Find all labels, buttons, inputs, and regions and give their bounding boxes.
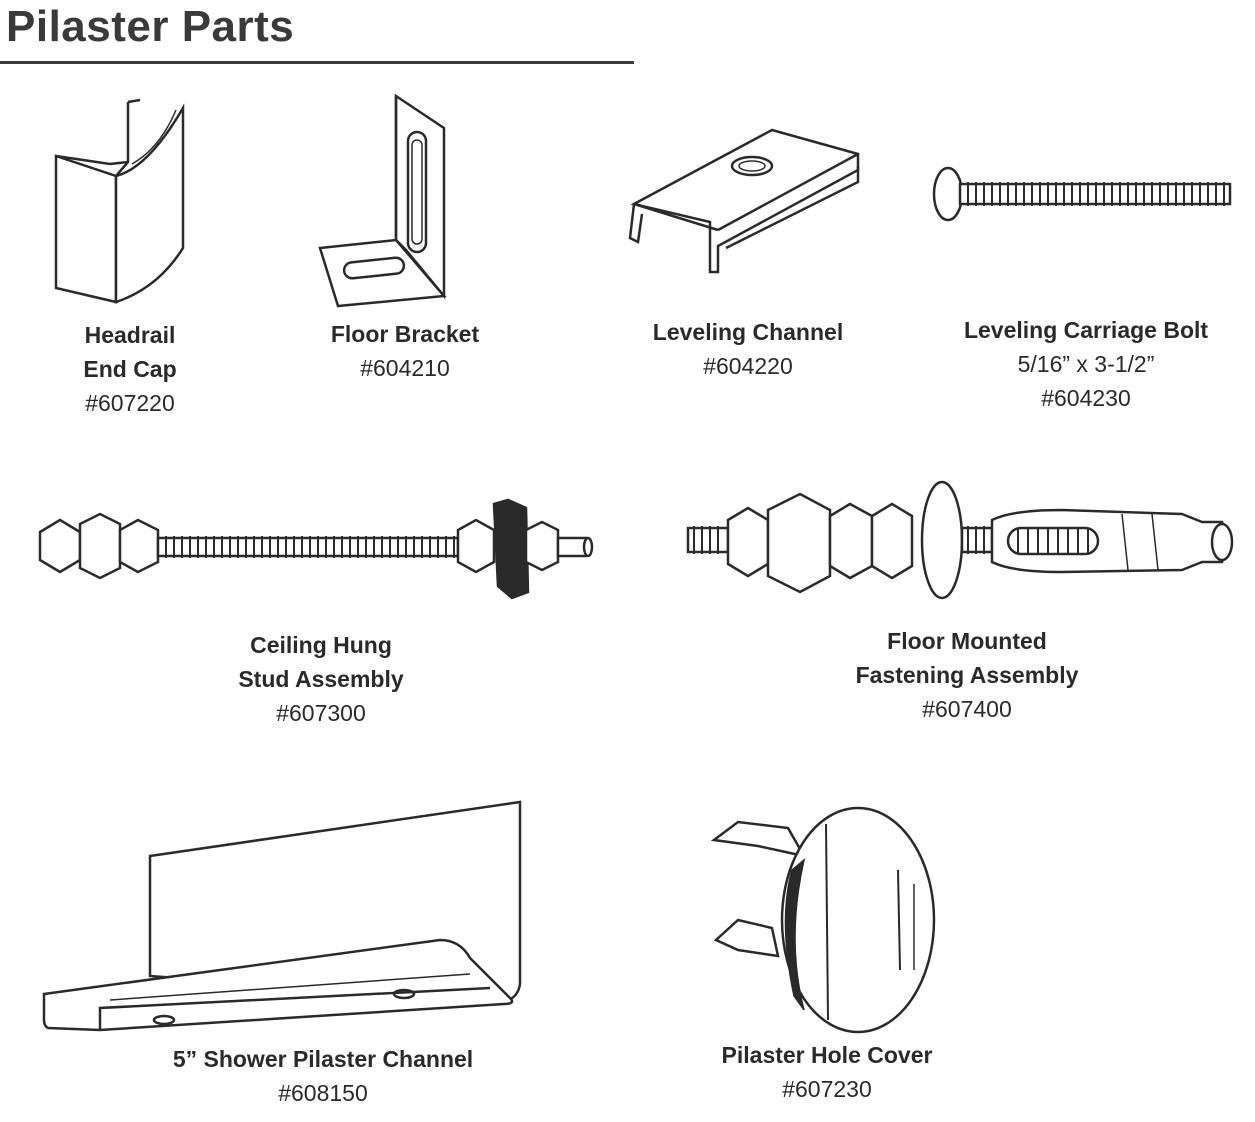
part-name: Ceiling Hung [250,632,392,658]
part-number: #604230 [1041,385,1131,411]
part-caption-fastening-assembly: Floor Mounted Fastening Assembly #607400 [822,624,1112,726]
part-name: Floor Mounted [887,628,1047,654]
part-caption-end-cap: Headrail End Cap #607220 [40,318,220,420]
part-name: Headrail [84,322,176,348]
page-title: Pilaster Parts [6,2,295,51]
part-caption-shower-channel: 5” Shower Pilaster Channel #608150 [140,1042,506,1110]
l-bracket-icon [316,92,456,314]
end-cap-icon [48,98,193,310]
anchor-bolt-icon [682,480,1242,604]
part-caption-stud-assembly: Ceiling Hung Stud Assembly #607300 [186,628,456,730]
part-number: #604210 [360,355,450,381]
part-name: Leveling Carriage Bolt [963,317,1209,343]
part-caption-leveling-channel: Leveling Channel #604220 [608,315,888,383]
part-number: #607400 [922,696,1012,722]
angle-channel-icon [40,798,526,1034]
part-caption-carriage-bolt: Leveling Carriage Bolt 5/16” x 3-1/2” #6… [936,313,1236,415]
carriage-bolt-icon [928,164,1238,226]
part-number: #604220 [703,353,793,379]
part-name: Leveling Channel [652,319,844,345]
part-name: 5” Shower Pilaster Channel [172,1046,474,1072]
part-name: Pilaster Hole Cover [721,1042,933,1068]
part-caption-floor-bracket: Floor Bracket #604210 [284,317,526,385]
threaded-stud-icon [36,496,598,602]
part-number: #608150 [278,1080,368,1106]
part-name: Stud Assembly [238,666,404,692]
channel-icon [622,126,866,278]
hole-cover-icon [708,800,940,1040]
part-name: End Cap [83,356,177,382]
part-number: #607230 [782,1076,872,1102]
title-rule [0,61,634,64]
part-number: #607220 [85,390,175,416]
part-name: Fastening Assembly [855,662,1079,688]
part-number: #607300 [276,700,366,726]
part-spec: 5/16” x 3-1/2” [1017,351,1155,377]
part-caption-hole-cover: Pilaster Hole Cover #607230 [690,1038,964,1106]
part-name: Floor Bracket [330,321,480,347]
